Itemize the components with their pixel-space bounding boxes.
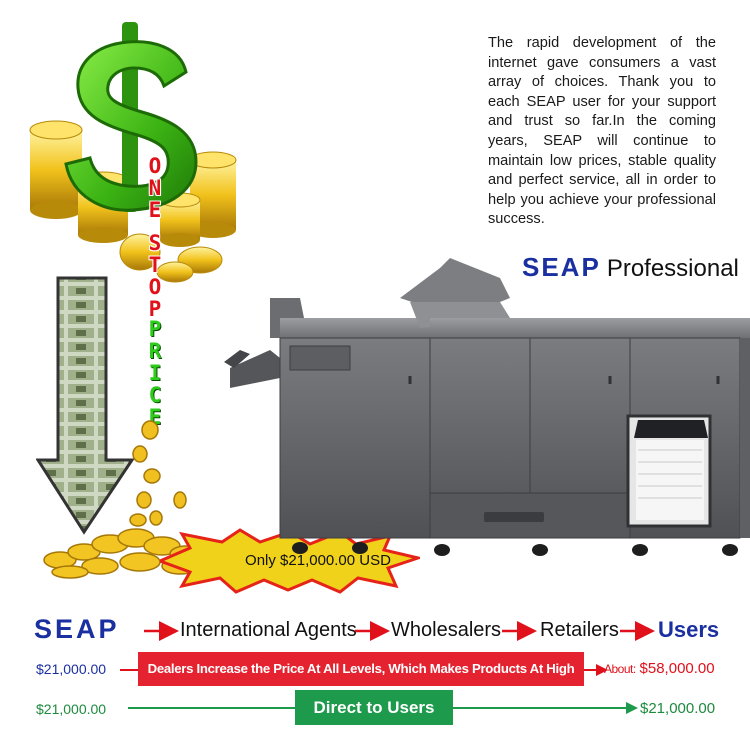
direct-end-price: $21,000.00 [640,700,716,717]
brand-logo-text: SEAP [522,252,601,282]
arrow-right-icon [596,664,608,676]
direct-start-price: $21,000.00 [36,701,107,717]
chain-step-users: Users [658,617,720,642]
direct-row-lines [128,702,638,714]
chain-step-wholesalers: Wholesalers [391,619,502,641]
letter: O [148,275,162,299]
letter: C [148,383,162,407]
intro-paragraph: The rapid development of the internet ga… [488,35,716,228]
down-arrow-money-icon [36,276,135,535]
chain-seap-logo: SEAP [34,614,120,644]
letter: P [148,297,162,321]
direct-to-users-banner: Direct to Users [295,690,453,725]
chain-arrows [144,621,655,641]
letter: E [148,198,162,222]
dealer-end-price: About: $58,000.00 [604,660,715,677]
brand-heading-text: Professional [606,255,739,282]
dollar-coins-illustration [29,22,237,283]
dollar-sign-icon [64,22,198,212]
dealer-end-price-value: $58,000.00 [639,660,715,677]
letter: R [148,339,162,363]
chain-step-agents: International Agents [180,619,357,641]
letter: P [148,317,162,341]
dealer-markup-banner: Dealers Increase the Price At All Levels… [138,652,584,710]
stop-vertical-label: S T O P [142,232,168,320]
letter: T [148,253,162,277]
letter: N [148,176,162,200]
about-label: About [604,662,633,676]
arrow-right-icon [626,702,638,714]
letter: O [148,154,162,178]
letter: S [148,231,162,255]
one-vertical-label: O N E [142,155,168,221]
price-vertical-label: P R I C E [142,318,168,428]
letter: I [148,361,162,385]
printer-machine-image [224,258,750,556]
chain-step-retailers: Retailers [540,619,619,641]
supply-chain-row: SEAP International Agents Wholesalers Re… [34,614,734,646]
burst-price-label: Only $21,000.00 USD [245,552,391,569]
dealer-row-lines [120,664,608,676]
dealer-start-price: $21,000.00 [36,661,107,677]
